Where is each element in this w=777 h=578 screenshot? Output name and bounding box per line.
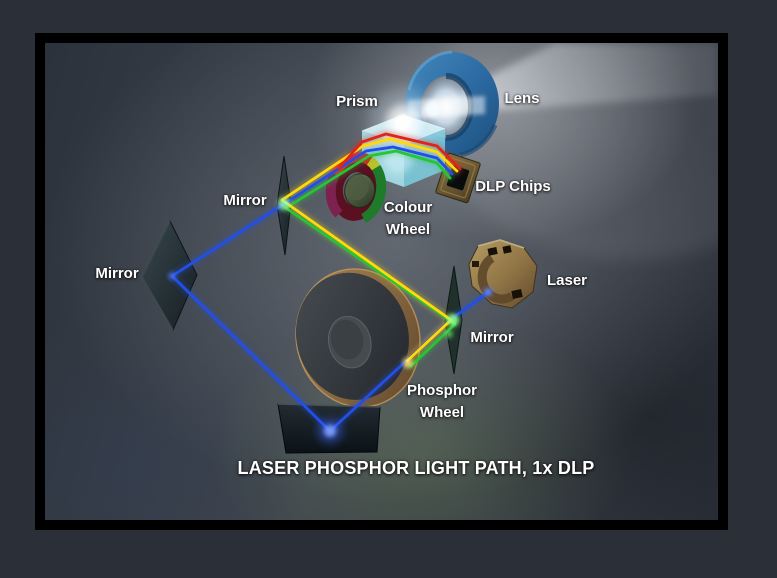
lens-label: Lens bbox=[504, 90, 540, 107]
colour-wheel-label-line2: Wheel bbox=[385, 221, 431, 238]
prism-label: Prism bbox=[336, 93, 378, 110]
phosphor-wheel-label: Phosphor Wheel bbox=[407, 380, 477, 424]
dlp-chips-label: DLP Chips bbox=[475, 178, 551, 195]
beam-hit-glows bbox=[168, 198, 492, 444]
diagram-title: LASER PHOSPHOR LIGHT PATH, 1x DLP bbox=[237, 458, 595, 478]
diagram-artwork bbox=[141, 43, 718, 454]
mirror-small-label: Mirror bbox=[470, 329, 514, 346]
mirror-left-label: Mirror bbox=[95, 265, 139, 282]
diagram-scene: Prism Lens DLP Chips Colour Wheel Mirror… bbox=[45, 43, 718, 520]
beam-red bbox=[337, 132, 462, 171]
laser-label: Laser bbox=[546, 272, 588, 289]
colour-wheel-label-line1: Colour bbox=[383, 199, 433, 216]
phosphor-wheel-label-line1: Phosphor bbox=[407, 382, 477, 399]
diagram-frame: Prism Lens DLP Chips Colour Wheel Mirror… bbox=[35, 33, 728, 530]
colour-wheel-label: Colour Wheel bbox=[384, 197, 432, 241]
mirror-top-label: Mirror bbox=[223, 192, 267, 209]
phosphor-wheel-label-line2: Wheel bbox=[419, 404, 465, 421]
